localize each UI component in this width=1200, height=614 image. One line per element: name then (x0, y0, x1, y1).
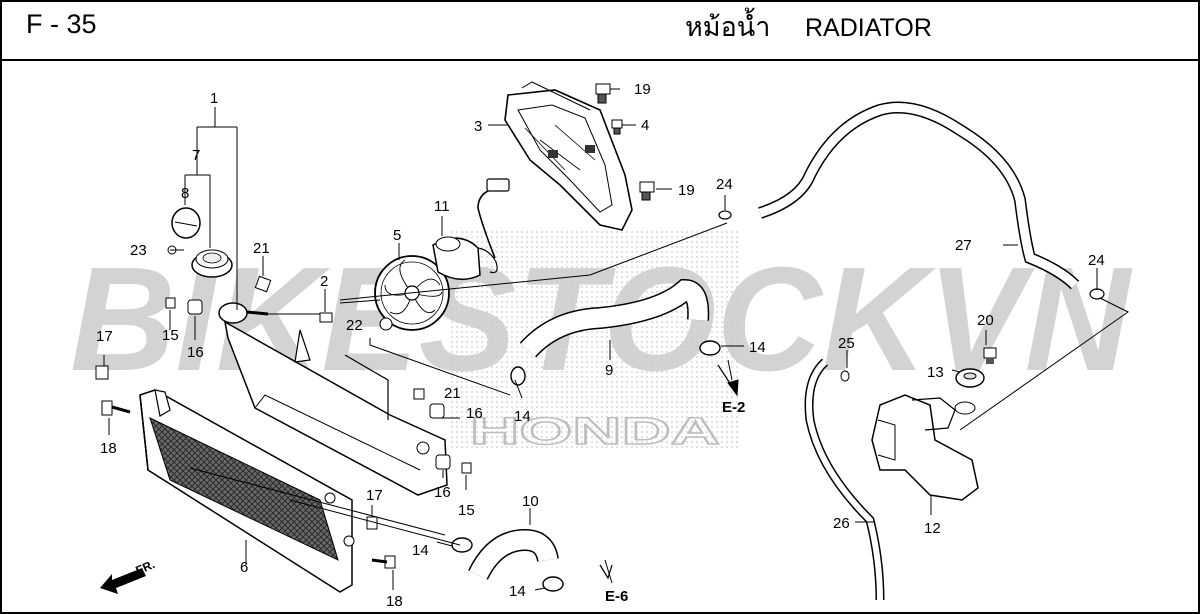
reference-e6: E-6 (605, 588, 628, 605)
callout-14-bottom: 14 (509, 583, 526, 600)
callout-10: 10 (522, 493, 539, 510)
callout-27: 27 (955, 237, 972, 254)
callout-21-top: 21 (253, 240, 270, 257)
callout-11: 11 (434, 198, 450, 215)
callout-3: 3 (474, 118, 482, 135)
callout-1: 1 (210, 90, 218, 107)
callout-18-left: 18 (100, 440, 117, 457)
callout-26: 26 (833, 515, 850, 532)
reserve-cap (955, 368, 985, 388)
bolt-19-lower (639, 181, 655, 201)
callout-16-left: 16 (187, 344, 204, 361)
callout-15-lower: 15 (458, 502, 475, 519)
hose-9 (519, 278, 710, 358)
fan-motor (432, 178, 510, 281)
bolt-20 (983, 347, 997, 364)
callout-16-mid: 16 (466, 405, 483, 422)
callout-23: 23 (130, 242, 147, 259)
callout-9: 9 (605, 362, 613, 379)
callout-24-right: 24 (1088, 252, 1105, 269)
callout-5: 5 (393, 227, 401, 244)
fan-shroud (504, 89, 633, 231)
callout-16-lower: 16 (434, 484, 451, 501)
reference-arrows (599, 364, 739, 580)
leader-lines (103, 81, 1129, 591)
callout-17-lower: 17 (366, 487, 383, 504)
callout-6: 6 (240, 559, 248, 576)
callout-13: 13 (927, 364, 944, 381)
hose-clamps (451, 340, 721, 592)
watermark-brand: HONDA (470, 411, 720, 453)
callout-24-left: 24 (716, 176, 733, 193)
fasteners (95, 245, 472, 569)
callout-14-mid: 14 (749, 339, 766, 356)
callout-18-lower: 18 (386, 593, 403, 610)
honda-logo-dots (450, 230, 740, 450)
callout-4: 4 (641, 117, 649, 134)
radiator-cap (171, 207, 233, 278)
hose-10 (468, 528, 559, 581)
callout-19-top: 19 (634, 81, 651, 98)
siphon-tube-26 (804, 358, 885, 601)
callout-12: 12 (924, 520, 941, 537)
page-code: F - 35 (26, 9, 97, 39)
reserve-tank (871, 394, 979, 501)
callout-19-lower: 19 (678, 182, 695, 199)
callout-21-lower: 21 (444, 385, 461, 402)
callout-2: 2 (320, 273, 328, 290)
front-label: FR. (134, 557, 157, 578)
callout-17-left: 17 (96, 328, 113, 345)
callout-15-left: 15 (162, 327, 179, 344)
reference-e2: E-2 (722, 399, 745, 416)
front-arrow-icon: FR. (100, 557, 157, 594)
screw-4 (611, 119, 623, 135)
title-thai: หม้อน้ำ (685, 7, 770, 42)
callout-22: 22 (346, 317, 363, 334)
callout-8: 8 (181, 185, 189, 202)
title-english: RADIATOR (805, 14, 932, 42)
overflow-tube-27 (758, 101, 1080, 290)
callout-14-hose9: 14 (514, 408, 531, 425)
radiator-tank (218, 302, 448, 496)
callout-7: 7 (192, 147, 200, 164)
callout-25: 25 (838, 335, 855, 352)
radiator-core (139, 389, 355, 593)
callout-numbers: 1 7 8 23 21 15 16 17 18 2 22 5 11 3 19 4… (96, 81, 1105, 610)
callout-14-hose10: 14 (412, 542, 429, 559)
callout-20: 20 (977, 312, 994, 329)
bolt-19-top (595, 83, 611, 104)
